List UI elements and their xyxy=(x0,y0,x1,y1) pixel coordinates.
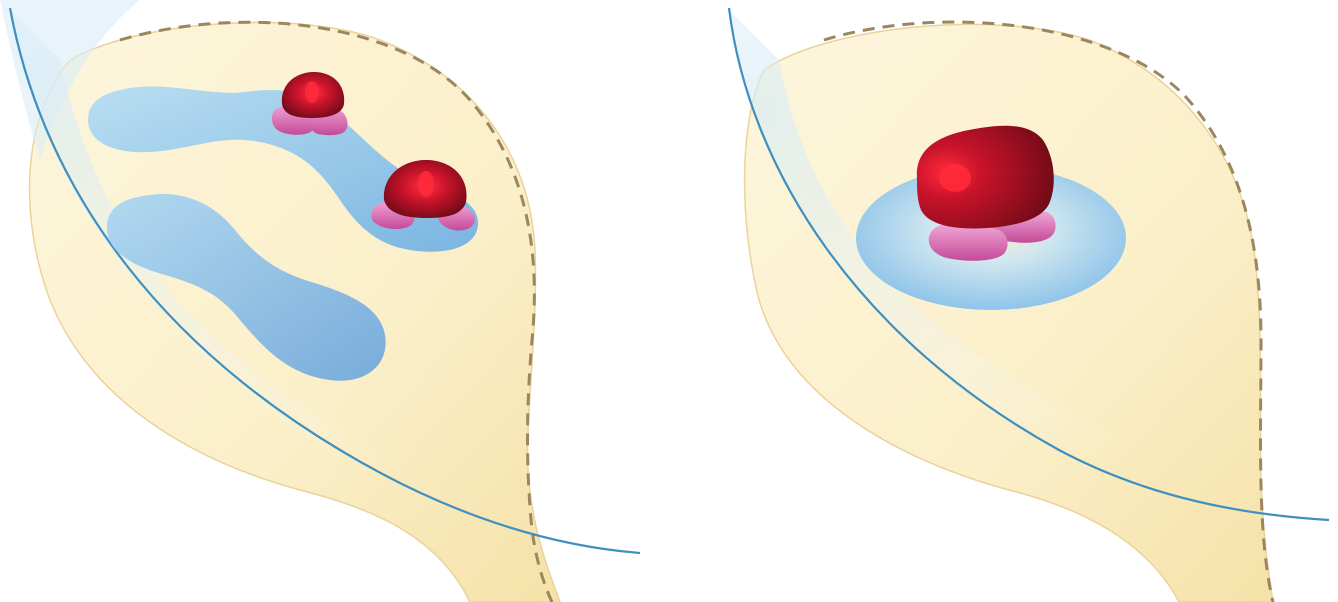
panel-left xyxy=(0,0,669,602)
teardrop-body xyxy=(745,24,1273,602)
unit-dome-highlight xyxy=(418,171,434,197)
panel-right xyxy=(669,0,1338,602)
unit-dome-highlight xyxy=(939,164,971,192)
panel-right-illustration xyxy=(669,0,1338,602)
unit-dome-highlight xyxy=(305,81,319,103)
unit-dome xyxy=(917,126,1054,229)
large-unit xyxy=(917,126,1056,261)
panel-left-illustration xyxy=(0,0,669,602)
